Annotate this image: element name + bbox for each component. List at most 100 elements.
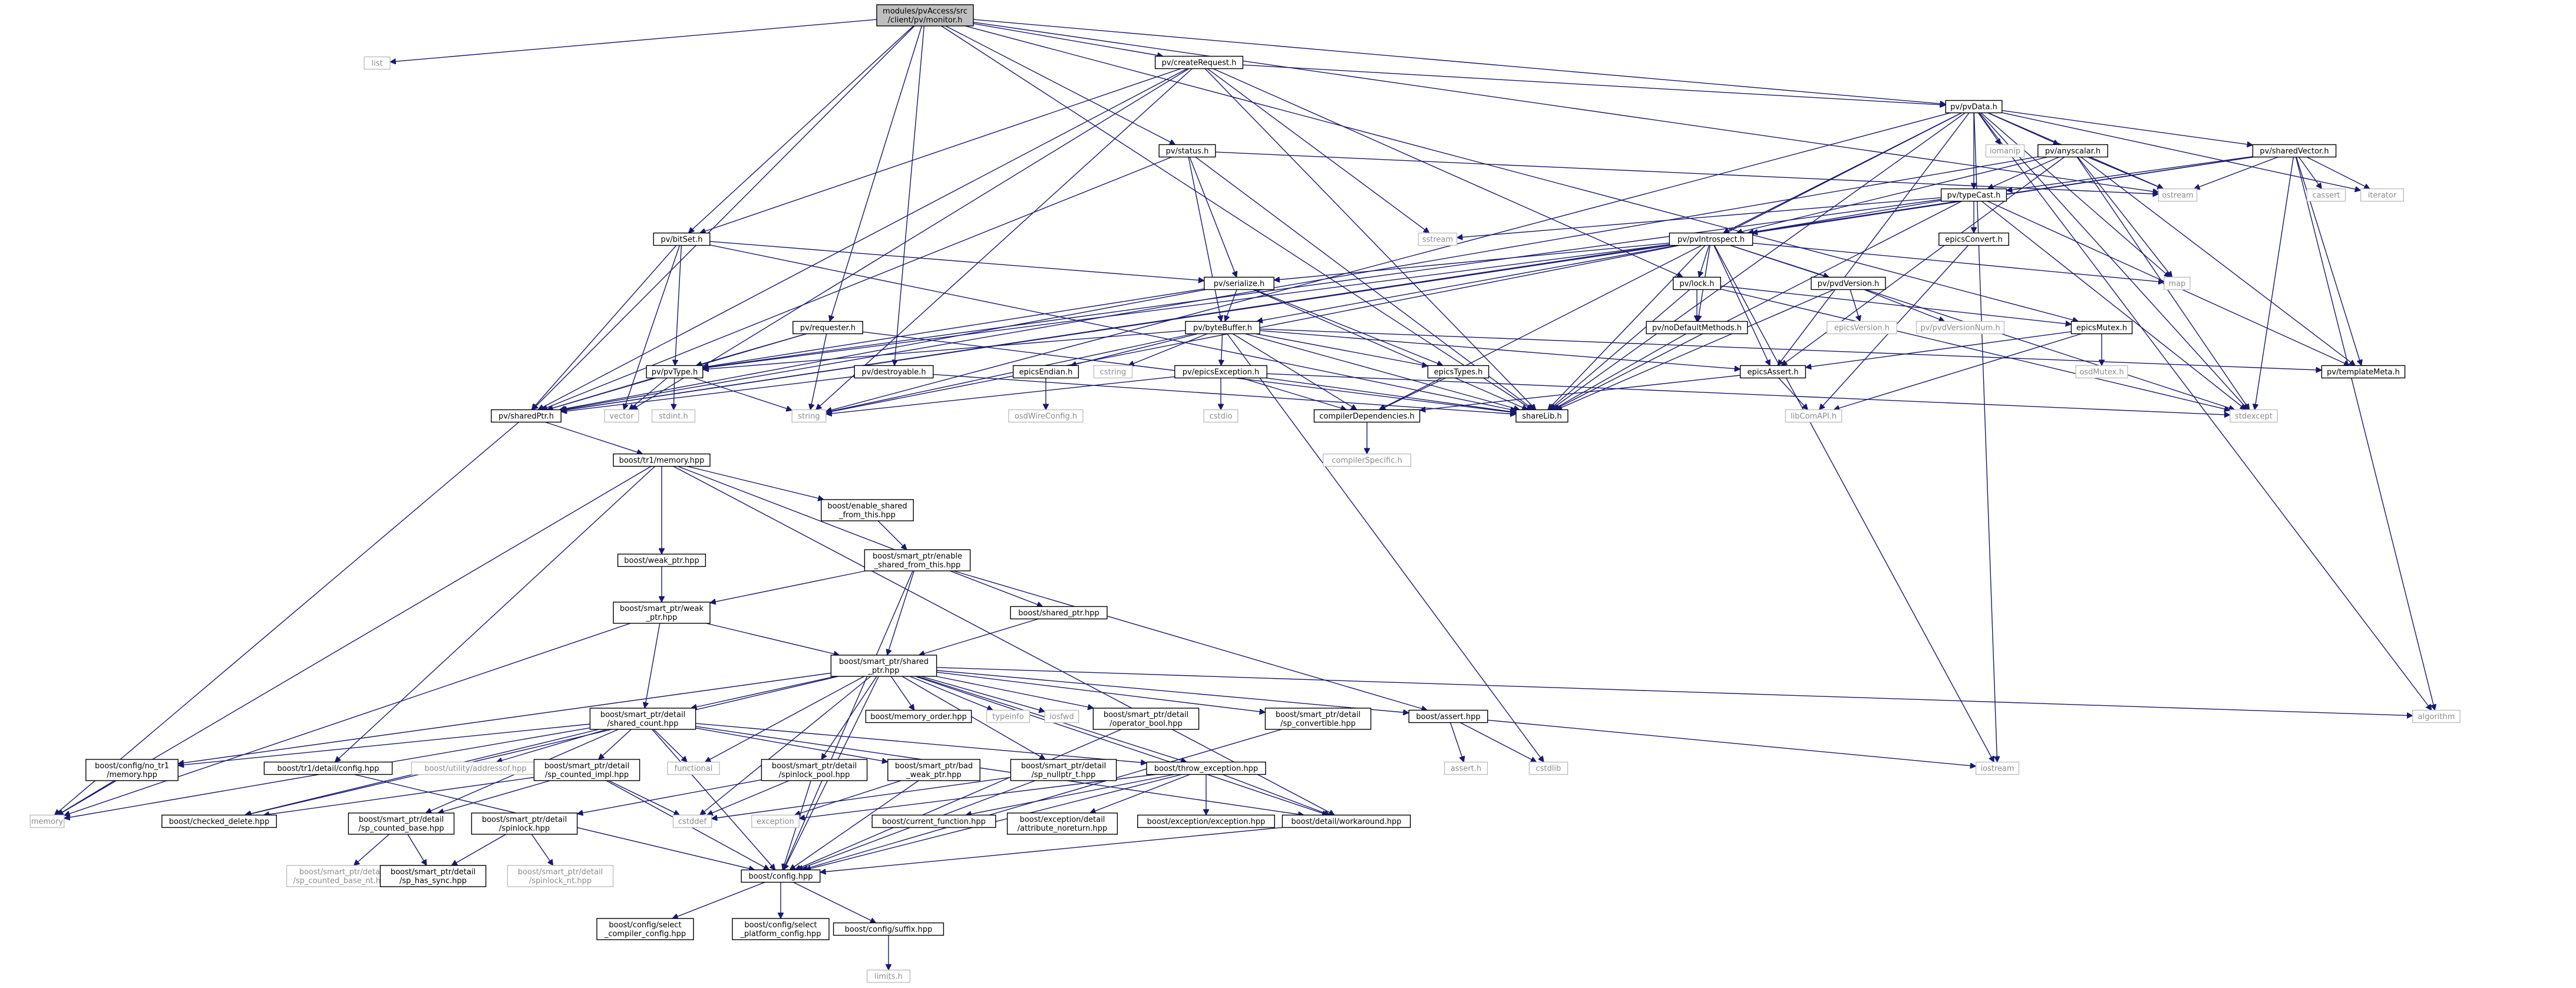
node-label: boost/smart_ptr/shared [839,657,929,666]
graph-node-sharedPtrHpp[interactable]: boost/shared_ptr.hpp [1010,606,1108,620]
graph-node-pvType[interactable]: pv/pvType.h [646,365,704,379]
graph-node-pvIntrospect[interactable]: pv/pvIntrospect.h [1669,232,1753,246]
graph-node-boostConfig[interactable]: boost/config.hpp [741,869,821,883]
node-box [1092,708,1200,730]
graph-node-weakPtr[interactable]: boost/weak_ptr.hpp [617,553,706,567]
graph-node-lock[interactable]: pv/lock.h [1673,276,1721,290]
edge-root-to-destroyable [894,25,925,366]
graph-node-createRequest[interactable]: pv/createRequest.h [1154,55,1244,70]
graph-node-spinlock[interactable]: boost/smart_ptr/detail/spinlock.hpp [471,812,578,835]
graph-node-byteBuffer[interactable]: pv/byteBuffer.h [1185,320,1260,335]
graph-node-noDefaultMethods[interactable]: pv/noDefaultMethods.h [1646,320,1748,335]
graph-node-compilerDependencies[interactable]: compilerDependencies.h [1313,409,1421,423]
graph-node-tr1DetailConfig[interactable]: boost/tr1/detail/config.hpp [263,761,393,775]
graph-node-suffix[interactable]: boost/config/suffix.hpp [833,922,944,936]
graph-node-boostAssert[interactable]: boost/assert.hpp [1408,709,1488,723]
edge-epicsException-to-stdexcept [1267,373,2230,415]
graph-node-spCountedBaseNt: boost/smart_ptr/detail/sp_counted_base_n… [286,865,398,887]
node-label: pv/pvdVersion.h [1818,280,1880,289]
graph-node-workaround[interactable]: boost/detail/workaround.hpp [1282,814,1411,828]
graph-node-epicsException[interactable]: pv/epicsException.h [1174,365,1267,379]
graph-node-exceptionHpp[interactable]: boost/exception/exception.hpp [1137,814,1275,828]
graph-node-iosfwd: iosfwd [1044,709,1079,723]
graph-node-operatorBool[interactable]: boost/smart_ptr/detail/operator_bool.hpp [1092,708,1200,730]
node-box [2412,709,2461,723]
node-label: epicsVersion.h [1834,324,1890,333]
node-label: boost/tr1/memory.hpp [619,457,705,465]
edge-createRequest-to-shareLib [1204,68,1536,410]
graph-node-status[interactable]: pv/status.h [1158,144,1216,158]
node-box [1204,276,1274,290]
node-label: /sp_counted_impl.hpp [545,771,629,779]
graph-node-templateMeta[interactable]: pv/templateMeta.h [2321,365,2406,379]
node-label: pv/noDefaultMethods.h [1652,324,1742,333]
graph-node-spEnableShared[interactable]: boost/smart_ptr/enable_shared_from_this.… [864,549,971,571]
graph-node-destroyable[interactable]: pv/destroyable.h [854,365,934,379]
graph-node-memoryOrder[interactable]: boost/memory_order.hpp [865,709,972,723]
node-box [1515,409,1568,423]
graph-node-spinlockPool[interactable]: boost/smart_ptr/detail/spinlock_pool.hpp [761,759,868,781]
node-label: /attribute_noreturn.hpp [1018,824,1107,833]
edge-spSharedPtr-to-sharedCount [691,676,836,708]
graph-node-spNullptr[interactable]: boost/smart_ptr/detail/sp_nullptr_t.hpp [1010,759,1117,781]
graph-node-selectPlatform[interactable]: boost/config/select_platform_config.hpp [732,918,830,940]
graph-node-shareLib[interactable]: shareLib.h [1515,409,1568,423]
graph-node-tr1memory[interactable]: boost/tr1/memory.hpp [613,453,711,467]
node-label: boost/smart_ptr/bad [895,762,973,771]
graph-node-anyscalar[interactable]: pv/anyscalar.h [2037,144,2108,158]
graph-node-badWeakPtr[interactable]: boost/smart_ptr/bad_weak_ptr.hpp [887,759,980,781]
graph-node-sharedPtr[interactable]: pv/sharedPtr.h [491,409,562,423]
node-box [672,814,712,828]
edge-pvData-to-shareLib [1551,112,1966,410]
edge-pvData-to-compilerDependencies [1379,112,1962,411]
graph-node-spSharedPtr[interactable]: boost/smart_ptr/shared_ptr.hpp [830,655,937,677]
edge-sharedVector-to-cassert [2298,157,2322,189]
graph-node-requester[interactable]: pv/requester.h [792,320,863,335]
edge-epicsException-to-string [826,376,1175,414]
graph-node-noTr1Memory[interactable]: boost/config/no_tr1/memory.hpp [85,759,179,781]
node-label: boost/current_function.hpp [882,818,986,827]
graph-node-spConvertible[interactable]: boost/smart_ptr/detail/sp_convertible.hp… [1264,708,1372,730]
edge-spSharedPtr-to-spConvertible [936,672,1266,712]
graph-node-epicsAssert[interactable]: epicsAssert.h [1739,365,1806,379]
node-box [364,56,391,70]
graph-node-spHasSync[interactable]: boost/smart_ptr/detail/sp_has_sync.hpp [379,865,487,887]
edge-sharedVector-to-stdexcept [2255,157,2294,410]
graph-node-attrNoreturn[interactable]: boost/exception/detail/attribute_noretur… [1006,812,1118,835]
graph-node-sharedVector[interactable]: pv/sharedVector.h [2252,144,2337,158]
graph-node-enableShared[interactable]: boost/enable_shared_from_this.hpp [821,499,914,521]
graph-node-spCountedImpl[interactable]: boost/smart_ptr/detail/sp_counted_impl.h… [533,759,640,781]
graph-node-bitSet[interactable]: pv/bitSet.h [653,232,711,246]
node-label: _ptr.hpp [868,666,900,675]
graph-node-typeCast[interactable]: pv/typeCast.h [1940,188,2007,202]
graph-node-spWeakPtr[interactable]: boost/smart_ptr/weak_ptr.hpp [613,602,711,624]
graph-node-serialize[interactable]: pv/serialize.h [1204,276,1274,290]
node-box [1940,188,2007,202]
node-box [1185,320,1260,335]
graph-node-pvData[interactable]: pv/pvData.h [1945,100,2003,114]
edge-throwException-to-attrNoreturn [1090,774,1190,814]
graph-node-epicsEndian[interactable]: epicsEndian.h [1012,365,1079,379]
graph-node-pvdVersion[interactable]: pv/pvdVersion.h [1811,276,1886,290]
node-box [2252,144,2337,158]
graph-node-epicsMutex[interactable]: epicsMutex.h [2070,320,2133,335]
node-label: pv/templateMeta.h [2327,368,2400,377]
graph-node-types[interactable]: epicsTypes.h [1427,365,1490,379]
graph-node-throwException[interactable]: boost/throw_exception.hpp [1146,761,1266,775]
graph-node-root[interactable]: modules/pvAccess/src/client/pv/monitor.h [876,4,974,27]
edge-anyscalar-to-map [2077,157,2172,277]
graph-node-epicsConvert[interactable]: epicsConvert.h [1938,232,2009,246]
node-label: typeinfo [992,713,1023,722]
graph-node-checkedDelete[interactable]: boost/checked_delete.hpp [161,814,277,828]
graph-node-sharedCount[interactable]: boost/smart_ptr/detail/shared_count.hpp [589,708,696,730]
edge-typeCast-to-pvType [703,199,1941,368]
graph-node-currentFunction[interactable]: boost/current_function.hpp [871,814,996,828]
graph-node-spCountedBase[interactable]: boost/smart_ptr/detail/sp_counted_base.h… [348,812,455,835]
edge-pvType-to-string [693,377,792,411]
node-label: /spinlock_nt.hpp [529,877,592,885]
graph-node-selectCompiler[interactable]: boost/config/select_compiler_config.hpp [596,918,694,940]
edge-root-to-createRequest [973,23,1163,56]
node-box [1158,144,1216,158]
node-box [876,4,974,27]
